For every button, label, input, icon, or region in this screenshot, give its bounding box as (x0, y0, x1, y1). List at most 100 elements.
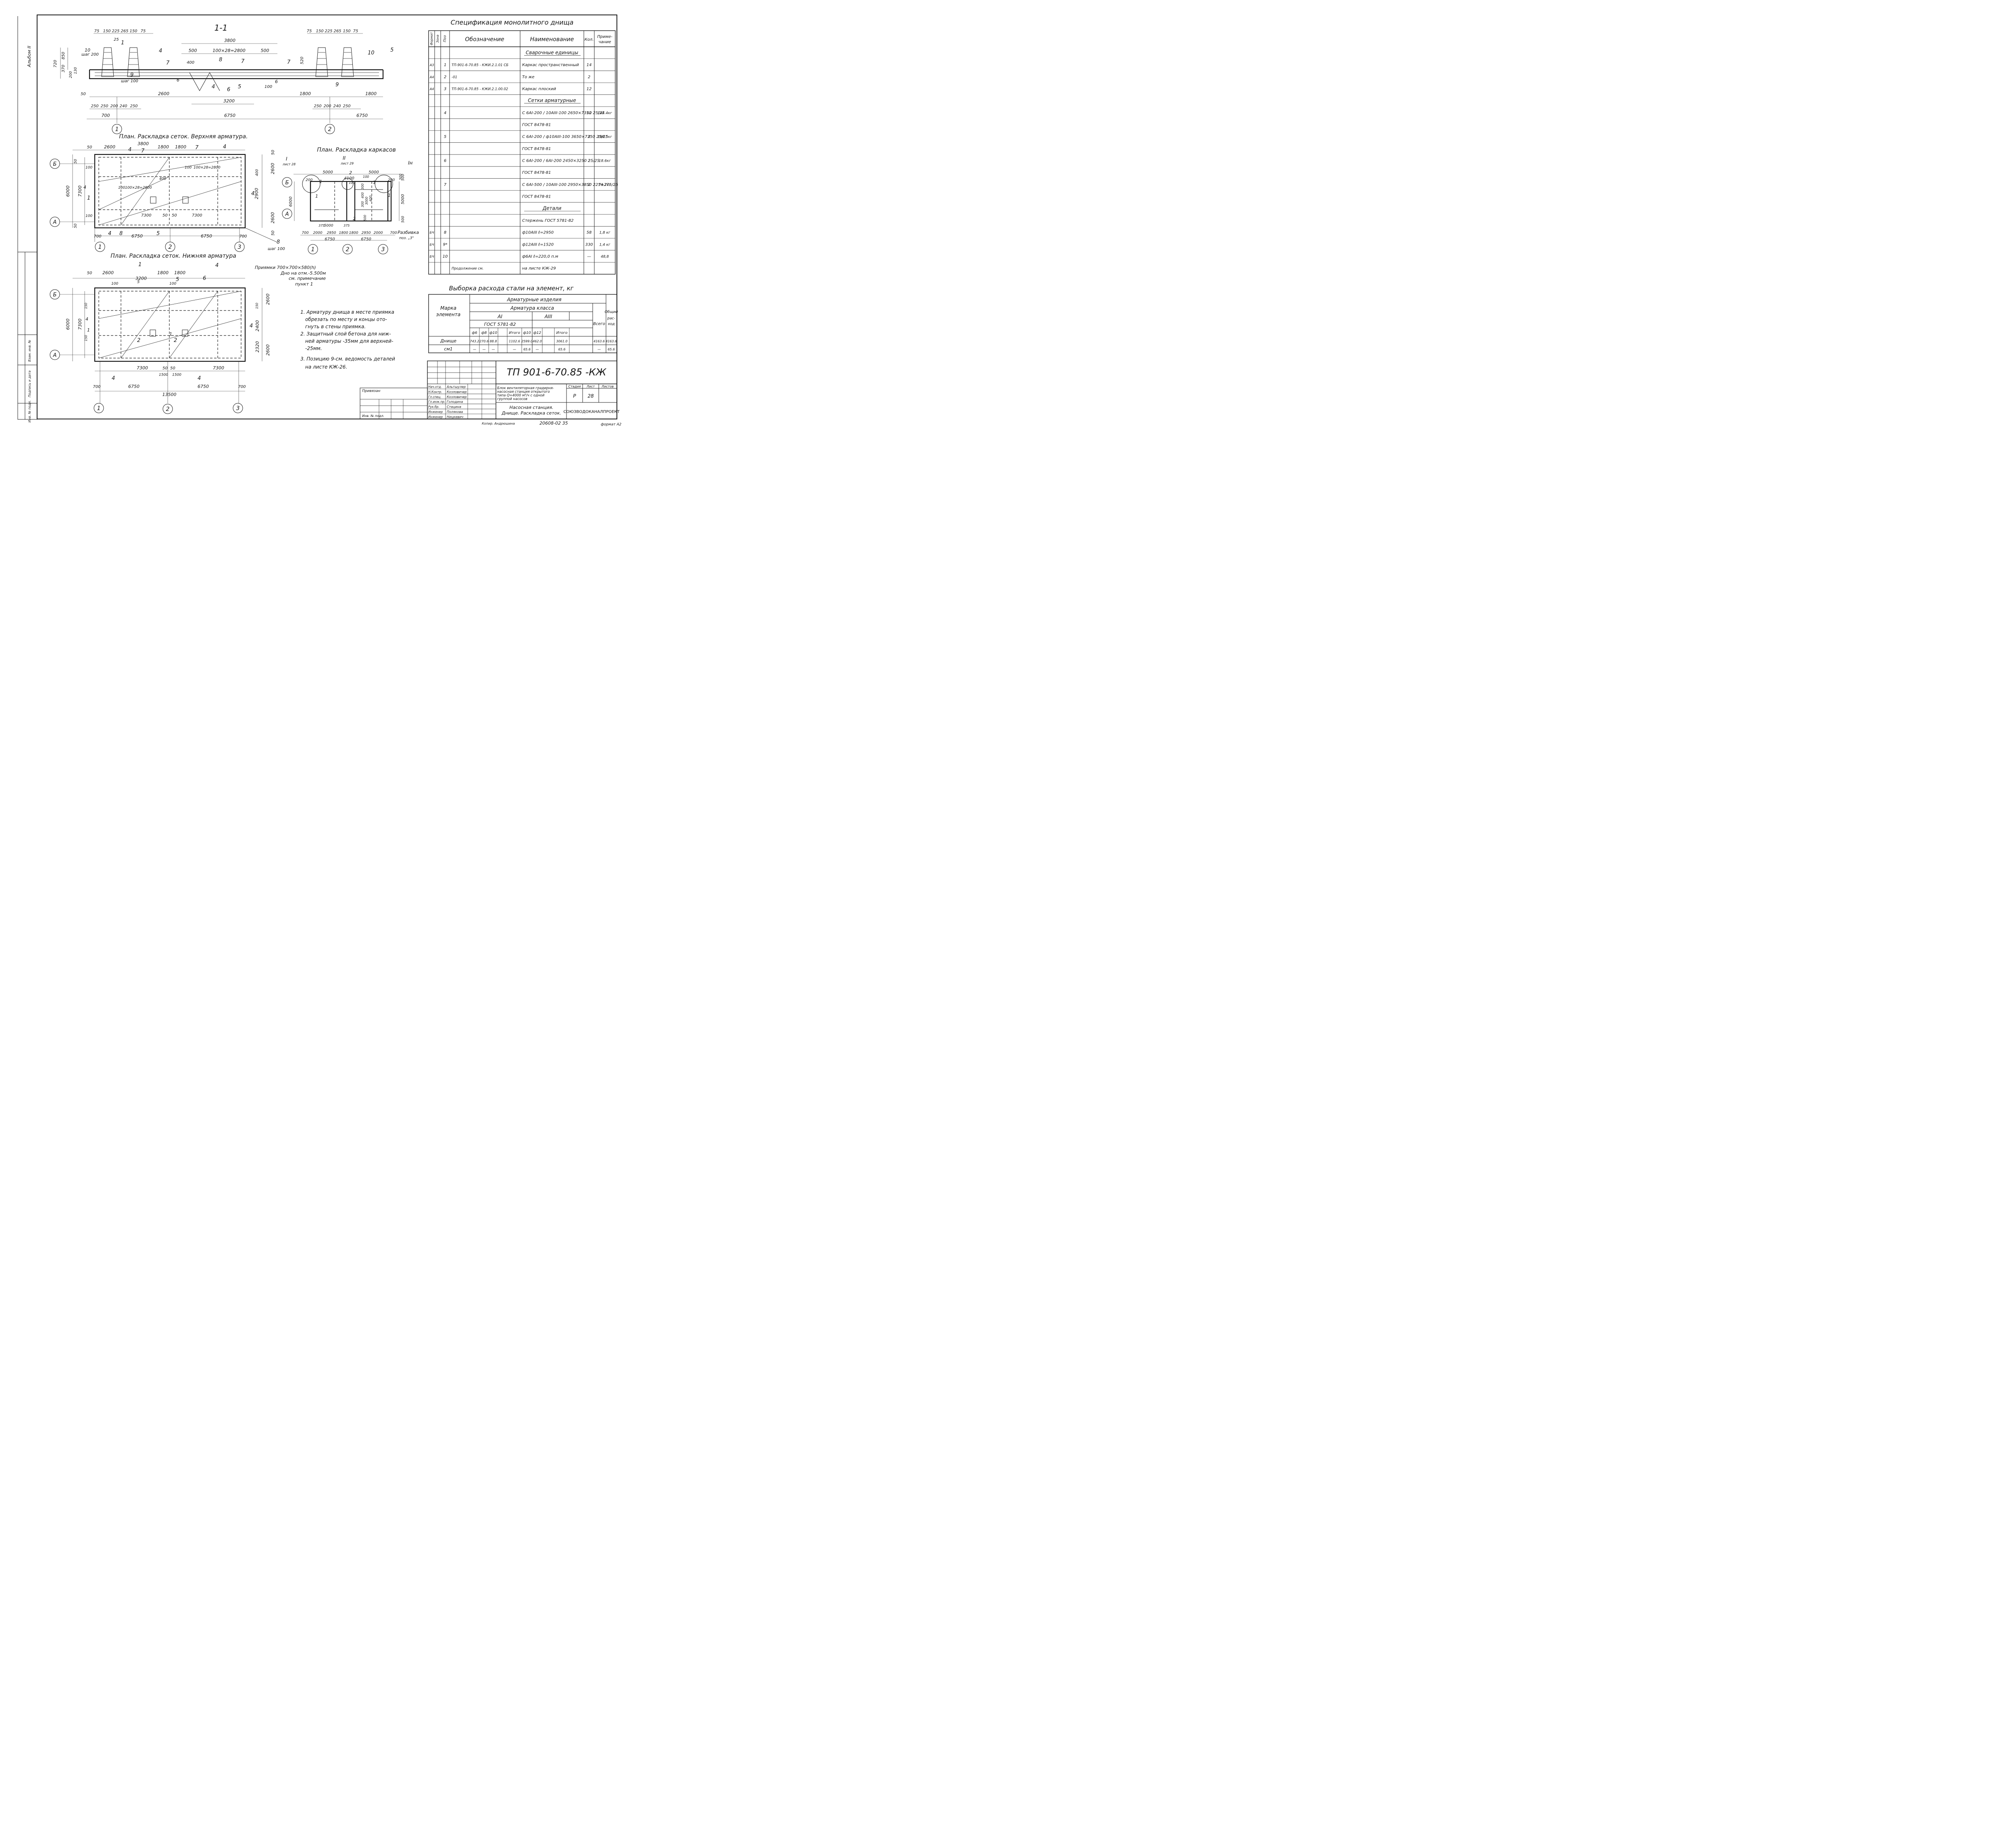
sec-callout: 6 (177, 77, 179, 83)
sec-dim: 500 (189, 48, 197, 53)
steel-cell: — (492, 348, 495, 351)
pb-inner: 100 (169, 282, 176, 286)
steel-cell-common: 65.6 (608, 348, 615, 351)
note-line: -25мм. (305, 346, 322, 351)
sec-callout: 6 (275, 79, 278, 84)
axis-3: 3 (238, 244, 242, 250)
tb-object: Блок вентиляторная градирня- (497, 386, 554, 390)
spec-cell-note: 18.6кг (599, 159, 611, 163)
section-1-1: 1-1 (53, 23, 394, 134)
axis-1: 1 (115, 126, 119, 133)
steel-cell: — (473, 348, 476, 351)
spec-cell-qty: — (587, 254, 591, 259)
spec-cell-name: ГОСТ 8478-81 (522, 123, 551, 127)
pf-rdim: 5000 (401, 194, 405, 204)
pb-inner: 1500 (172, 373, 181, 377)
note-line: ней арматуры -35мм для верхней- (305, 338, 393, 344)
pf-bdim: 1800 (349, 231, 358, 235)
pb-bdim: 13500 (162, 392, 177, 397)
pb-callout: 4 (85, 317, 88, 322)
staff-list: Нач.отд.АльтшулерН.Контр.КозловичерГл.сп… (427, 385, 496, 419)
steel-cell: 65.6 (558, 348, 566, 351)
axis-3: 3 (236, 405, 240, 412)
section-frame-left (101, 47, 140, 77)
pt-callout: 7 (141, 148, 145, 154)
spec-cell-note: 144.4кг (598, 111, 612, 115)
sec-dim: 500 (261, 48, 269, 53)
pt-dim: 50 (87, 145, 92, 150)
pb-pit: см. примечание (289, 276, 326, 281)
spec-cell-name: Каркас плоский (522, 87, 556, 91)
title-block: Нач.отд.АльтшулерН.Контр.КозловичерГл.сп… (360, 361, 620, 419)
pb-dim: 1800 (157, 270, 169, 275)
pf-inner: 375 (319, 224, 325, 227)
pf-inner: 2 (349, 170, 352, 175)
pb-rdim: 2400 (255, 320, 260, 331)
pf-dim: 4100 (344, 176, 354, 181)
spec-cell-note: 198.5кг (598, 135, 612, 139)
axis-1: 1 (98, 244, 102, 250)
row-A: А (53, 352, 57, 358)
staff-role: Рук.бр. (428, 405, 439, 409)
tb-object: насосная станция открытого (497, 390, 550, 394)
pb-callout: 4 (112, 375, 115, 381)
sec-dim: 225 (112, 29, 119, 33)
pf-node: лист 29 (340, 162, 354, 165)
pt-bdim: 700 (94, 234, 101, 239)
plan-bottom-title: План. Раскладка сеток. Нижняя арматура (110, 253, 236, 259)
steel-h-ai: AI (497, 314, 502, 319)
sec-small: 25 (114, 38, 119, 42)
pt-dim: 2600 (104, 144, 115, 150)
spec-cell-code: ТП-901-6-70.85 - КЖИ.2.1.00.02 (452, 87, 508, 91)
section-frame-right (315, 47, 354, 77)
pf-inner: 1 (388, 193, 391, 198)
sec-bdim: 250 (91, 104, 98, 108)
pt-callout: 7 (195, 145, 199, 151)
pb-bdim: 700 (93, 385, 100, 389)
pf-dim: 200 (388, 178, 395, 182)
pf-rdim: 500 (401, 216, 405, 223)
pt-rdim: 50 (271, 231, 275, 236)
sec-callout: 10 (368, 50, 375, 56)
row-B: Б (53, 161, 57, 167)
staff-name: Козловичер (447, 390, 467, 394)
pt-inner: 7300 (192, 213, 202, 218)
sec-bdim: 200 (323, 104, 331, 108)
pf-inner: 100 (363, 175, 369, 179)
steel-cell-total: — (598, 348, 601, 351)
sec-dim: 150 (316, 29, 323, 33)
plan-frames-layout: План. Раскладка каркасов I лист 28 II ли… (282, 147, 419, 254)
spec-h-zone: Зона (436, 35, 439, 43)
spec-cell-pos: 3 (444, 87, 446, 91)
sec-hdim: 200 (69, 71, 73, 78)
axis-1: 1 (97, 405, 101, 412)
sec-callout: 1 (121, 40, 124, 46)
staff-name: Козловичер (447, 395, 467, 399)
pf-inner: 3000 (365, 197, 369, 205)
spec-cell-note: 1,8 кг (599, 231, 610, 235)
pb-rdim: 2600 (265, 294, 271, 305)
spec-h-name: Наименование (530, 36, 574, 43)
sec-dim: 100×28=2800 (212, 48, 245, 53)
sec-callout: 8 (219, 57, 222, 63)
pb-ldim: 6000 (65, 319, 71, 330)
tb-object: типа Q=4000 м³/ч с одной (497, 394, 545, 398)
pb-pit: Дно на отм.-5.500м (280, 271, 326, 276)
spec-cell-name: Сетки арматурные (528, 98, 576, 103)
sec-dim: 150 (103, 29, 110, 33)
pt-inner: 7300 (141, 213, 151, 218)
pf-rdim: 500 (401, 174, 405, 181)
staff-name: Стацина (447, 405, 461, 409)
spec-cell-pos: 10 (443, 254, 448, 259)
pf-dim: 5000 (323, 170, 333, 175)
spec-cell-code: -01 (452, 75, 457, 79)
pt-rdim: 2600 (270, 212, 275, 223)
tb-sheet-title: Насосная станция. (509, 405, 553, 410)
stamp-zamen: Взам. инв. № (28, 340, 31, 362)
spec-cell-name: С 6AI-200 / 6AI-200 2450×3250 25/25 (522, 159, 600, 163)
drawing-sheet: Альбом II Взам. инв. № Подпись и дата Ин… (0, 0, 632, 435)
pb-ldim: 7300 (77, 319, 83, 330)
sec-bdim: 250 (130, 104, 137, 108)
stamp-podpis: Подпись и дата (28, 371, 31, 397)
pt-inner: 50 (172, 213, 177, 218)
